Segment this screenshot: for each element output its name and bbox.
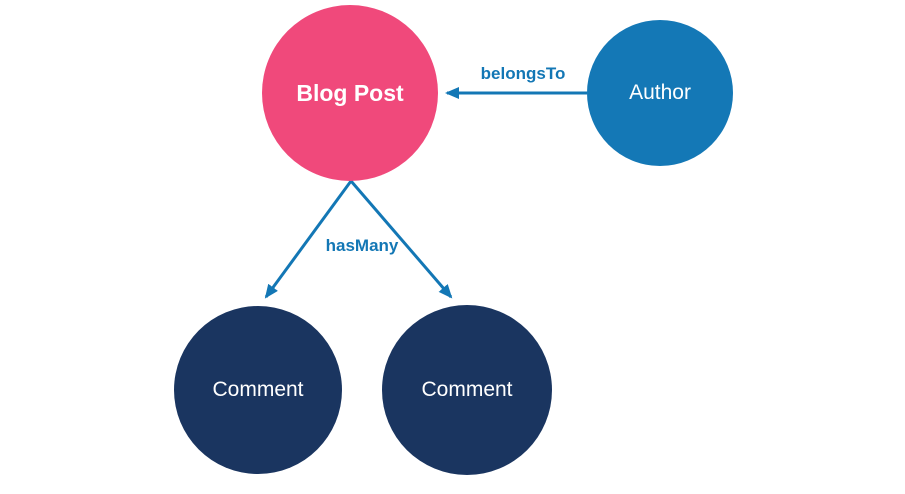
node-blog-post[interactable]: Blog Post bbox=[262, 5, 438, 181]
node-blog-post-label: Blog Post bbox=[296, 79, 404, 106]
node-comment-2[interactable]: Comment bbox=[382, 305, 552, 475]
node-author-label: Author bbox=[629, 81, 691, 104]
node-comment-1[interactable]: Comment bbox=[174, 306, 342, 474]
edge-label-hasmany: hasMany bbox=[325, 236, 399, 255]
edge-label-belongsto: belongsTo bbox=[480, 64, 566, 83]
node-comment-2-label: Comment bbox=[421, 378, 513, 401]
node-author[interactable]: Author bbox=[587, 20, 733, 166]
node-comment-1-label: Comment bbox=[212, 378, 304, 401]
